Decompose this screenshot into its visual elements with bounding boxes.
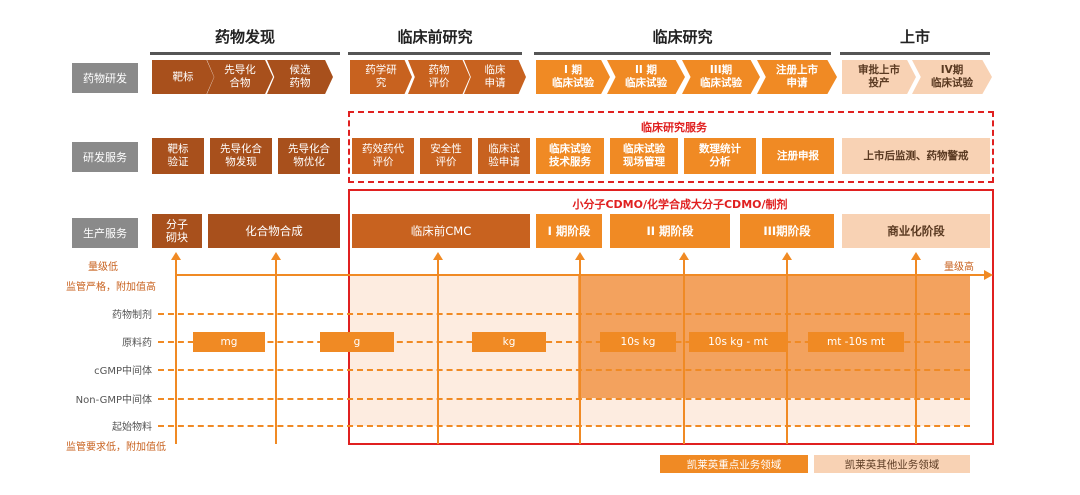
production-item: 化合物合成 xyxy=(208,214,340,248)
stage-arrow-line xyxy=(683,258,685,444)
drug-rd-step: II 期 临床试验 xyxy=(607,60,685,94)
stage-arrowhead xyxy=(911,252,921,260)
quantity-box: kg xyxy=(472,332,546,352)
phase-market: 上市 xyxy=(899,28,930,46)
cdmo-frame xyxy=(348,189,994,445)
level-line xyxy=(158,313,970,315)
row-label-production: 生产服务 xyxy=(72,218,138,248)
stage-arrowhead xyxy=(679,252,689,260)
drug-rd-step: 候选 药物 xyxy=(267,60,333,94)
phase-preclinical: 临床前研究 xyxy=(397,28,473,46)
phase-divider xyxy=(534,52,831,55)
stage-arrowhead xyxy=(171,252,181,260)
production-item: 分子 砌块 xyxy=(152,214,202,248)
level-line xyxy=(158,369,970,371)
rd-service-item: 先导化合 物发现 xyxy=(210,138,272,174)
regulation-high-label: 监管严格，附加值高 xyxy=(66,282,156,293)
level-line xyxy=(158,341,970,343)
stage-arrowhead xyxy=(433,252,443,260)
drug-rd-step: I 期 临床试验 xyxy=(536,60,610,94)
quantity-box: mt -10s mt xyxy=(808,332,904,352)
stage-arrow-line xyxy=(579,258,581,444)
phase-divider xyxy=(840,52,990,55)
clinical-service-title: 临床研究服务 xyxy=(641,121,707,134)
rd-service-item: 安全性 评价 xyxy=(420,138,472,174)
quantity-box: mg xyxy=(193,332,265,352)
drug-rd-step: 审批上市 投产 xyxy=(842,60,916,94)
production-item: 商业化阶段 xyxy=(842,214,990,248)
quantity-box: 10s kg xyxy=(600,332,676,352)
phase-clinical: 临床研究 xyxy=(652,28,713,46)
drug-rd-step: 药物 评价 xyxy=(408,60,470,94)
drug-rd-step: 靶标 xyxy=(152,60,214,94)
rd-service-item: 临床试 验申请 xyxy=(478,138,530,174)
row-label-rd-service: 研发服务 xyxy=(72,142,138,172)
legend-other: 凯莱英其他业务领域 xyxy=(814,455,970,473)
level-label: 原料药 xyxy=(122,338,152,349)
quantity-box: g xyxy=(320,332,394,352)
drug-rd-step: 临床 申请 xyxy=(464,60,526,94)
stage-arrow-line xyxy=(786,258,788,444)
level-line xyxy=(158,398,970,400)
production-item: I 期阶段 xyxy=(536,214,602,248)
level-label: Non-GMP中间体 xyxy=(75,395,152,406)
rd-service-item: 先导化合 物优化 xyxy=(278,138,340,174)
production-item: 临床前CMC xyxy=(352,214,530,248)
row-label-drug-rd: 药物研发 xyxy=(72,63,138,93)
rd-service-item: 上市后监测、药物警戒 xyxy=(842,138,990,174)
drug-rd-step: 药学研 究 xyxy=(350,60,412,94)
focus-shade-light xyxy=(578,398,970,426)
rd-service-item: 临床试验 技术服务 xyxy=(536,138,604,174)
stage-arrowhead xyxy=(271,252,281,260)
scale-low-label: 量级低 xyxy=(88,262,118,273)
level-label: cGMP中间体 xyxy=(94,366,152,377)
drug-rd-step: IV期 临床试验 xyxy=(912,60,992,94)
level-label: 起始物料 xyxy=(112,422,152,433)
rd-service-item: 药效药代 评价 xyxy=(352,138,414,174)
stage-arrowhead xyxy=(782,252,792,260)
cdmo-title: 小分子CDMO/化学合成大分子CDMO/制剂 xyxy=(572,198,788,211)
stage-arrow-line xyxy=(437,258,439,444)
clinical-service-frame xyxy=(348,111,994,183)
stage-arrow-line xyxy=(175,258,177,444)
rd-service-item: 靶标 验证 xyxy=(152,138,204,174)
stage-arrowhead xyxy=(575,252,585,260)
drug-rd-step: 注册上市 申请 xyxy=(757,60,837,94)
phase-drug-discovery: 药物发现 xyxy=(214,28,275,46)
phase-divider xyxy=(348,52,522,55)
legend-focus: 凯莱英重点业务领域 xyxy=(660,455,808,473)
quantity-box: 10s kg - mt xyxy=(689,332,787,352)
scale-axis-arrowhead xyxy=(984,270,993,280)
level-label: 药物制剂 xyxy=(112,310,152,321)
rd-service-item: 注册申报 xyxy=(762,138,834,174)
production-item: II 期阶段 xyxy=(610,214,730,248)
scale-high-label: 量级高 xyxy=(944,262,974,273)
drug-rd-step: III期 临床试验 xyxy=(682,60,760,94)
production-item: III期阶段 xyxy=(740,214,834,248)
rd-service-item: 临床试验 现场管理 xyxy=(610,138,678,174)
rd-service-item: 数理统计 分析 xyxy=(684,138,756,174)
level-line xyxy=(158,425,970,427)
regulation-low-label: 监管要求低，附加值低 xyxy=(66,442,166,453)
stage-arrow-line xyxy=(915,258,917,444)
drug-rd-step: 先导化 合物 xyxy=(207,60,273,94)
stage-arrow-line xyxy=(275,258,277,444)
phase-divider xyxy=(150,52,340,55)
